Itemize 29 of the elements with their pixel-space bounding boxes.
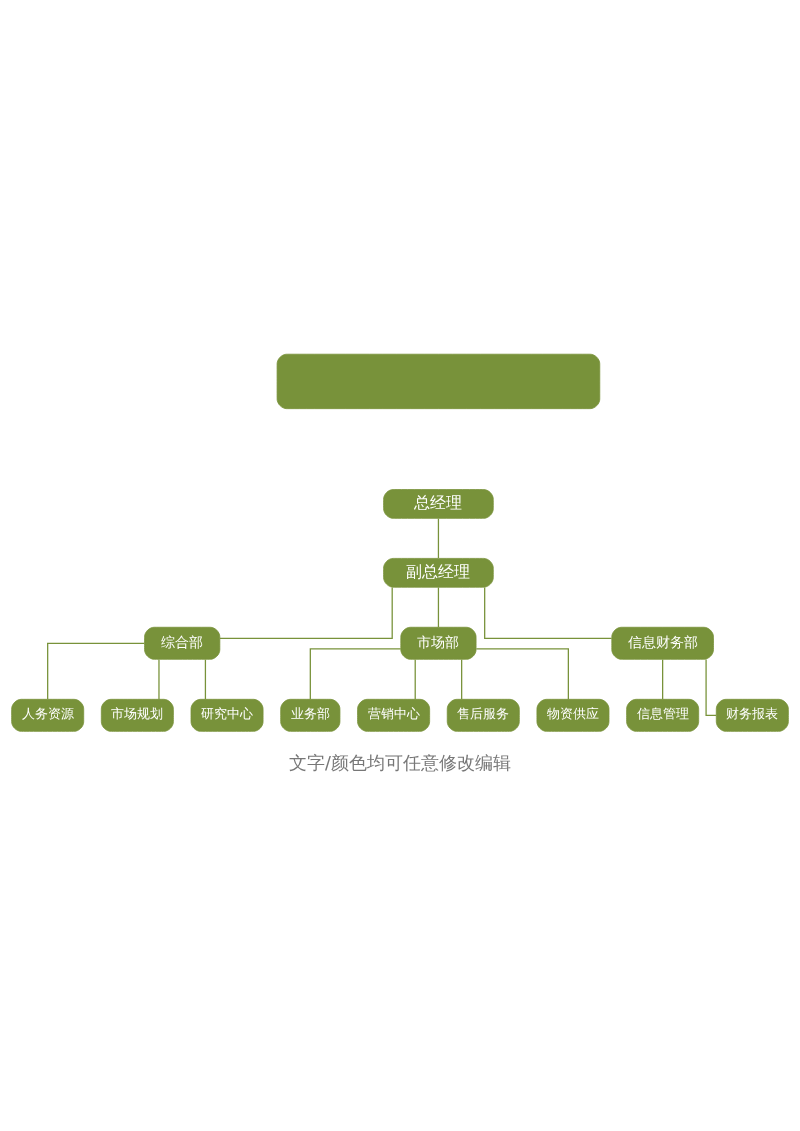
- connector: [461, 658, 463, 700]
- connector: [204, 658, 207, 700]
- node-box: 售后服务: [446, 698, 520, 732]
- connector: [662, 658, 664, 700]
- node-box: 市场部: [400, 626, 477, 660]
- node-box: 市场规划: [100, 698, 174, 732]
- connector: [219, 586, 393, 639]
- node-box: 信息财务部: [611, 626, 714, 660]
- node-box: 物资供应: [536, 698, 610, 732]
- node-box: 信息管理: [626, 698, 700, 732]
- node-box: 副总经理: [383, 557, 494, 588]
- node-box: 总经理: [383, 488, 494, 519]
- node-box: [276, 353, 601, 409]
- connector: [705, 658, 717, 716]
- caption: 文字/颜色均可任意修改编辑: [289, 752, 511, 773]
- connector: [484, 586, 613, 639]
- node-box: 业务部: [280, 698, 341, 732]
- connector: [158, 658, 160, 700]
- connector: [437, 517, 440, 559]
- connector: [475, 647, 569, 700]
- node-box: 综合部: [144, 626, 221, 660]
- node-box: 财务报表: [715, 698, 789, 732]
- connector: [47, 642, 145, 700]
- node-box: 研究中心: [190, 698, 264, 732]
- node-box: 人务资源: [11, 698, 85, 732]
- connector: [414, 658, 416, 700]
- connector: [437, 586, 440, 628]
- connector: [309, 647, 402, 700]
- node-box: 营销中心: [357, 698, 431, 732]
